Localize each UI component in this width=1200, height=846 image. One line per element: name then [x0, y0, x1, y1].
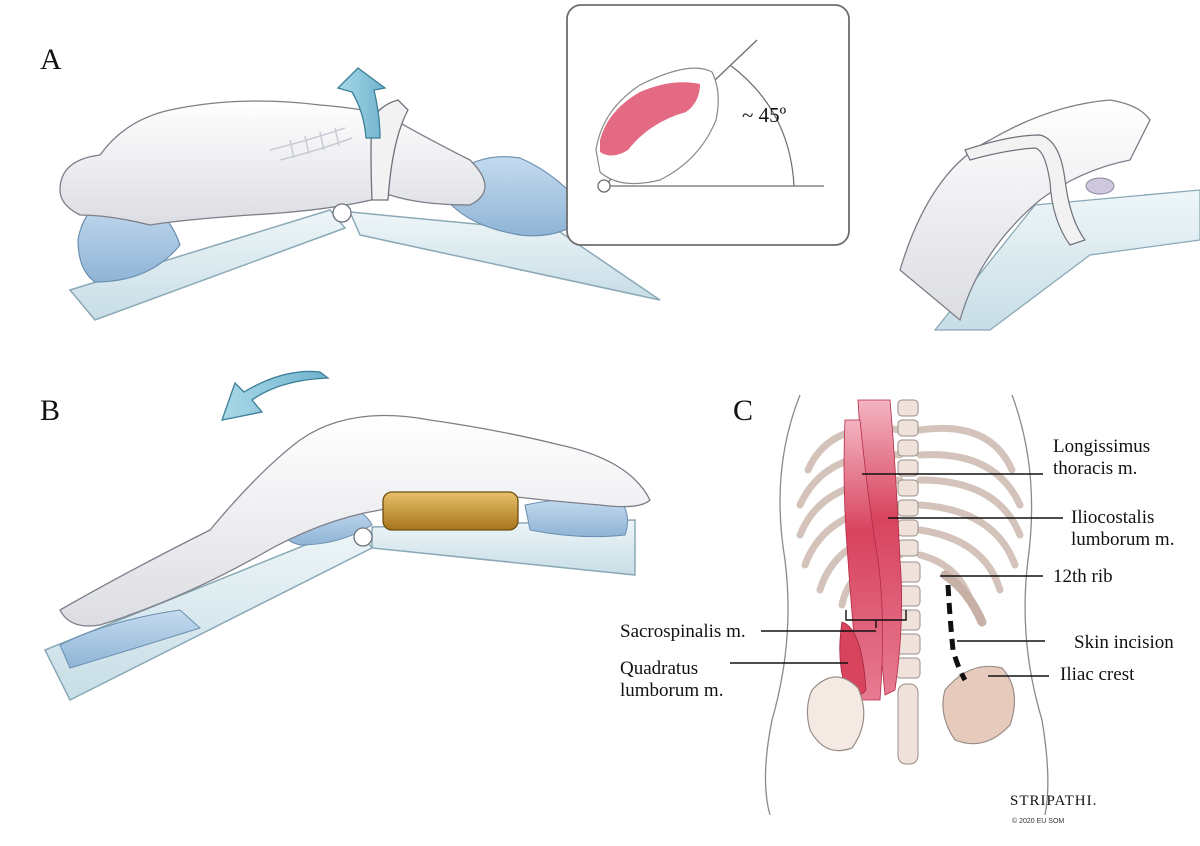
- label-quadratus: Quadratus lumborum m.: [620, 658, 723, 702]
- label-iliocostalis: Iliocostalis lumborum m.: [1071, 507, 1174, 551]
- rotation-arrow-a: [336, 67, 387, 139]
- table-hinge-a: [332, 203, 352, 223]
- rib-12: [940, 570, 987, 627]
- spine-sketch-a: [269, 127, 353, 161]
- iliocostalis-muscle: [843, 419, 883, 701]
- iliac-bone-left: [806, 676, 865, 752]
- gel-pad: [382, 491, 519, 531]
- artist-signature: STRIPATHI.: [1010, 793, 1098, 809]
- panel-b-figure: [43, 370, 651, 702]
- label-longissimus-line2: thoracis m.: [1053, 458, 1138, 479]
- label-skin-incision: Skin incision: [1074, 632, 1174, 653]
- strap-a: [370, 99, 409, 201]
- sacrospinalis-bracket: [845, 610, 907, 628]
- panel-a-figure: [59, 67, 661, 321]
- inset-pivot: [597, 179, 611, 193]
- panel-label-a: A: [40, 43, 62, 76]
- label-quadratus-line1: Quadratus: [620, 658, 699, 679]
- cushion-head-b: [59, 609, 201, 669]
- label-iliocostalis-line1: Iliocostalis: [1071, 507, 1155, 528]
- patient-body-a: [59, 100, 486, 226]
- angle-label: ~ 45º: [742, 103, 787, 127]
- strap-band-detail: [964, 134, 1086, 246]
- label-sacrospinalis: Sacrospinalis m.: [620, 621, 746, 642]
- copyright-notice: © 2020 EU SOM: [1012, 818, 1065, 825]
- vertebral-column: [895, 399, 921, 765]
- skin-incision: [945, 584, 968, 682]
- table-left-segment-a: [68, 209, 347, 321]
- table-hinge-b: [353, 527, 373, 547]
- label-iliocostalis-line2: lumborum m.: [1071, 529, 1175, 550]
- iliac-bone-right: [942, 665, 1016, 745]
- cross-section-muscle: [600, 82, 700, 156]
- label-longissimus: Longissimus thoracis m.: [1053, 436, 1150, 480]
- panel-label-c: C: [733, 394, 754, 427]
- torso-outline: [764, 394, 1049, 816]
- cushion-detail: [1085, 177, 1115, 195]
- leader-lines: [730, 473, 1063, 677]
- flex-arrow-b: [221, 370, 330, 421]
- panel-c-figure: [764, 394, 1049, 816]
- label-12th-rib: 12th rib: [1053, 566, 1113, 587]
- patient-body-b: [59, 414, 651, 627]
- angle-arc: [729, 64, 795, 187]
- label-quadratus-line2: lumborum m.: [620, 680, 724, 701]
- angle-inset: [566, 4, 850, 246]
- panel-label-b: B: [40, 394, 61, 427]
- label-longissimus-line1: Longissimus: [1053, 436, 1151, 457]
- strap-detail: [899, 99, 1200, 331]
- label-iliac-crest: Iliac crest: [1060, 664, 1135, 685]
